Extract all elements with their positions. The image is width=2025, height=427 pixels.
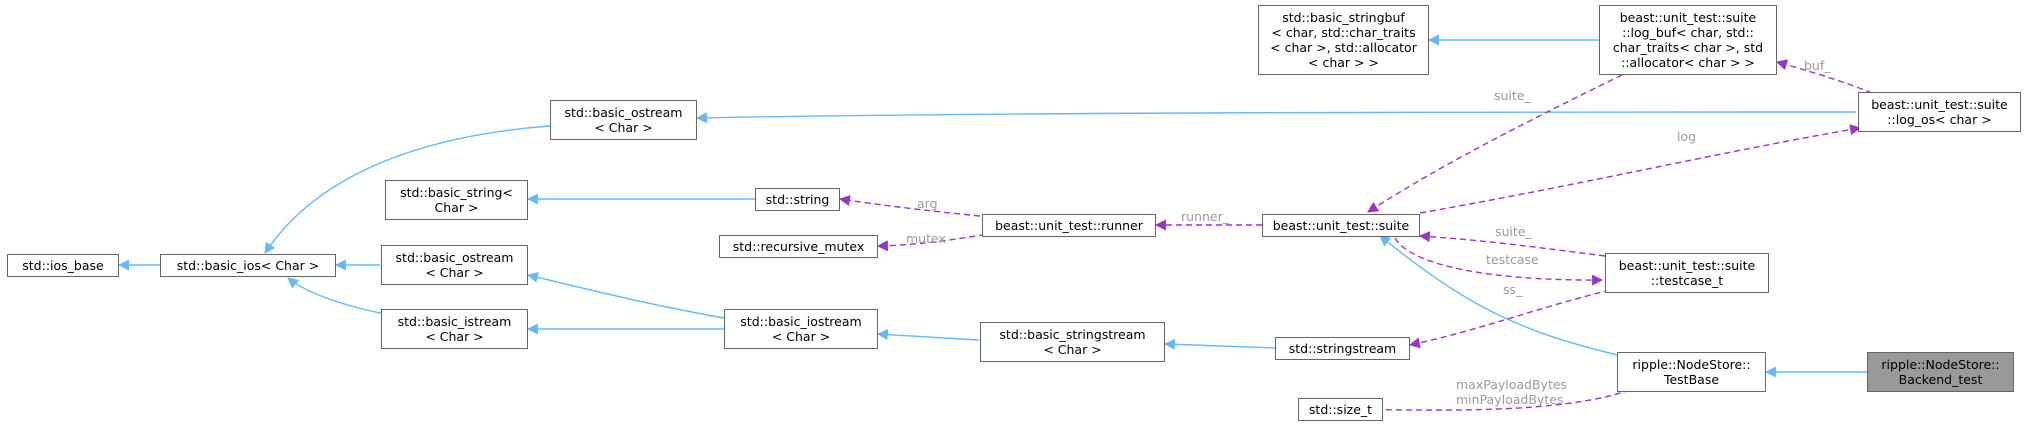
edge-basic-iostream-to-basic-ostream-mid [526,271,725,319]
edge-label-ss: ss_ [1503,282,1523,297]
node-basic-istream[interactable]: std::basic_istream < Char > [381,309,528,349]
edge-label-arg: arg [917,196,938,211]
edge-testcase-t-to-suite [1418,231,1606,257]
edge-suite-to-log-os [1419,124,1862,214]
node-basic-string[interactable]: std::basic_string< Char > [385,180,528,220]
node-basic-ostream-mid[interactable]: std::basic_ostream < Char > [381,245,528,285]
node-backend-test[interactable]: ripple::NodeStore:: Backend_test [1867,352,2014,392]
edge-label-min-payload: minPayloadBytes [1456,392,1563,407]
edge-label-testcase: testcase [1486,252,1539,267]
node-basic-iostream[interactable]: std::basic_iostream < Char > [724,309,878,349]
edge-log-buf-to-suite [1367,74,1623,213]
edge-testbase-to-suite [1379,235,1623,357]
edge-runner-to-recursive-mutex [876,232,996,252]
edge-basic-istream-to-basic-ios [287,277,386,315]
edge-testcase-t-to-stringstream [1408,289,1611,349]
edge-suite-to-testcase-t [1394,237,1604,286]
node-std-string[interactable]: std::string [755,188,840,211]
edge-label-log: log [1677,129,1696,144]
edge-label-max-payload: maxPayloadBytes [1456,377,1567,392]
node-basic-ios[interactable]: std::basic_ios< Char > [160,254,336,277]
edge-stringstream-to-basic-stringstream [1163,338,1276,350]
edge-label-buf: buf_ [1804,58,1831,73]
edge-basic-ostream-top-to-basic-ios [264,125,551,254]
node-log-buf[interactable]: beast::unit_test::suite ::log_buf< char,… [1599,5,1777,75]
node-testcase-t[interactable]: beast::unit_test::suite ::testcase_t [1605,253,1769,293]
edge-log-os-to-log-buf [1775,59,1873,94]
node-basic-stringbuf[interactable]: std::basic_stringbuf < char, std::char_t… [1258,5,1429,75]
edge-label-suite: suite_ [1494,88,1531,103]
node-basic-ostream-top[interactable]: std::basic_ostream < Char > [550,100,697,140]
edge-label-suite-2: suite_ [1495,224,1532,239]
edge-basic-stringstream-to-basic-iostream [876,329,980,341]
node-recursive-mutex[interactable]: std::recursive_mutex [719,235,878,258]
edge-label-runner: runner_ [1181,209,1230,224]
edge-label-mutex: mutex [906,231,946,246]
node-ios-base[interactable]: std::ios_base [7,254,119,277]
node-stringstream[interactable]: std::stringstream [1275,337,1410,360]
node-suite[interactable]: beast::unit_test::suite [1262,214,1420,237]
node-size-t[interactable]: std::size_t [1298,398,1383,421]
edge-log-os-to-basic-ostream-top [695,111,1857,124]
node-runner[interactable]: beast::unit_test::runner [982,214,1156,237]
edge-runner-to-std-string [838,195,981,217]
node-testbase[interactable]: ripple::NodeStore:: TestBase [1617,352,1766,392]
node-log-os[interactable]: beast::unit_test::suite ::log_os< char > [1858,92,2021,132]
edge-testbase-to-size-t [1350,389,1631,415]
node-basic-stringstream[interactable]: std::basic_stringstream < Char > [980,322,1165,362]
